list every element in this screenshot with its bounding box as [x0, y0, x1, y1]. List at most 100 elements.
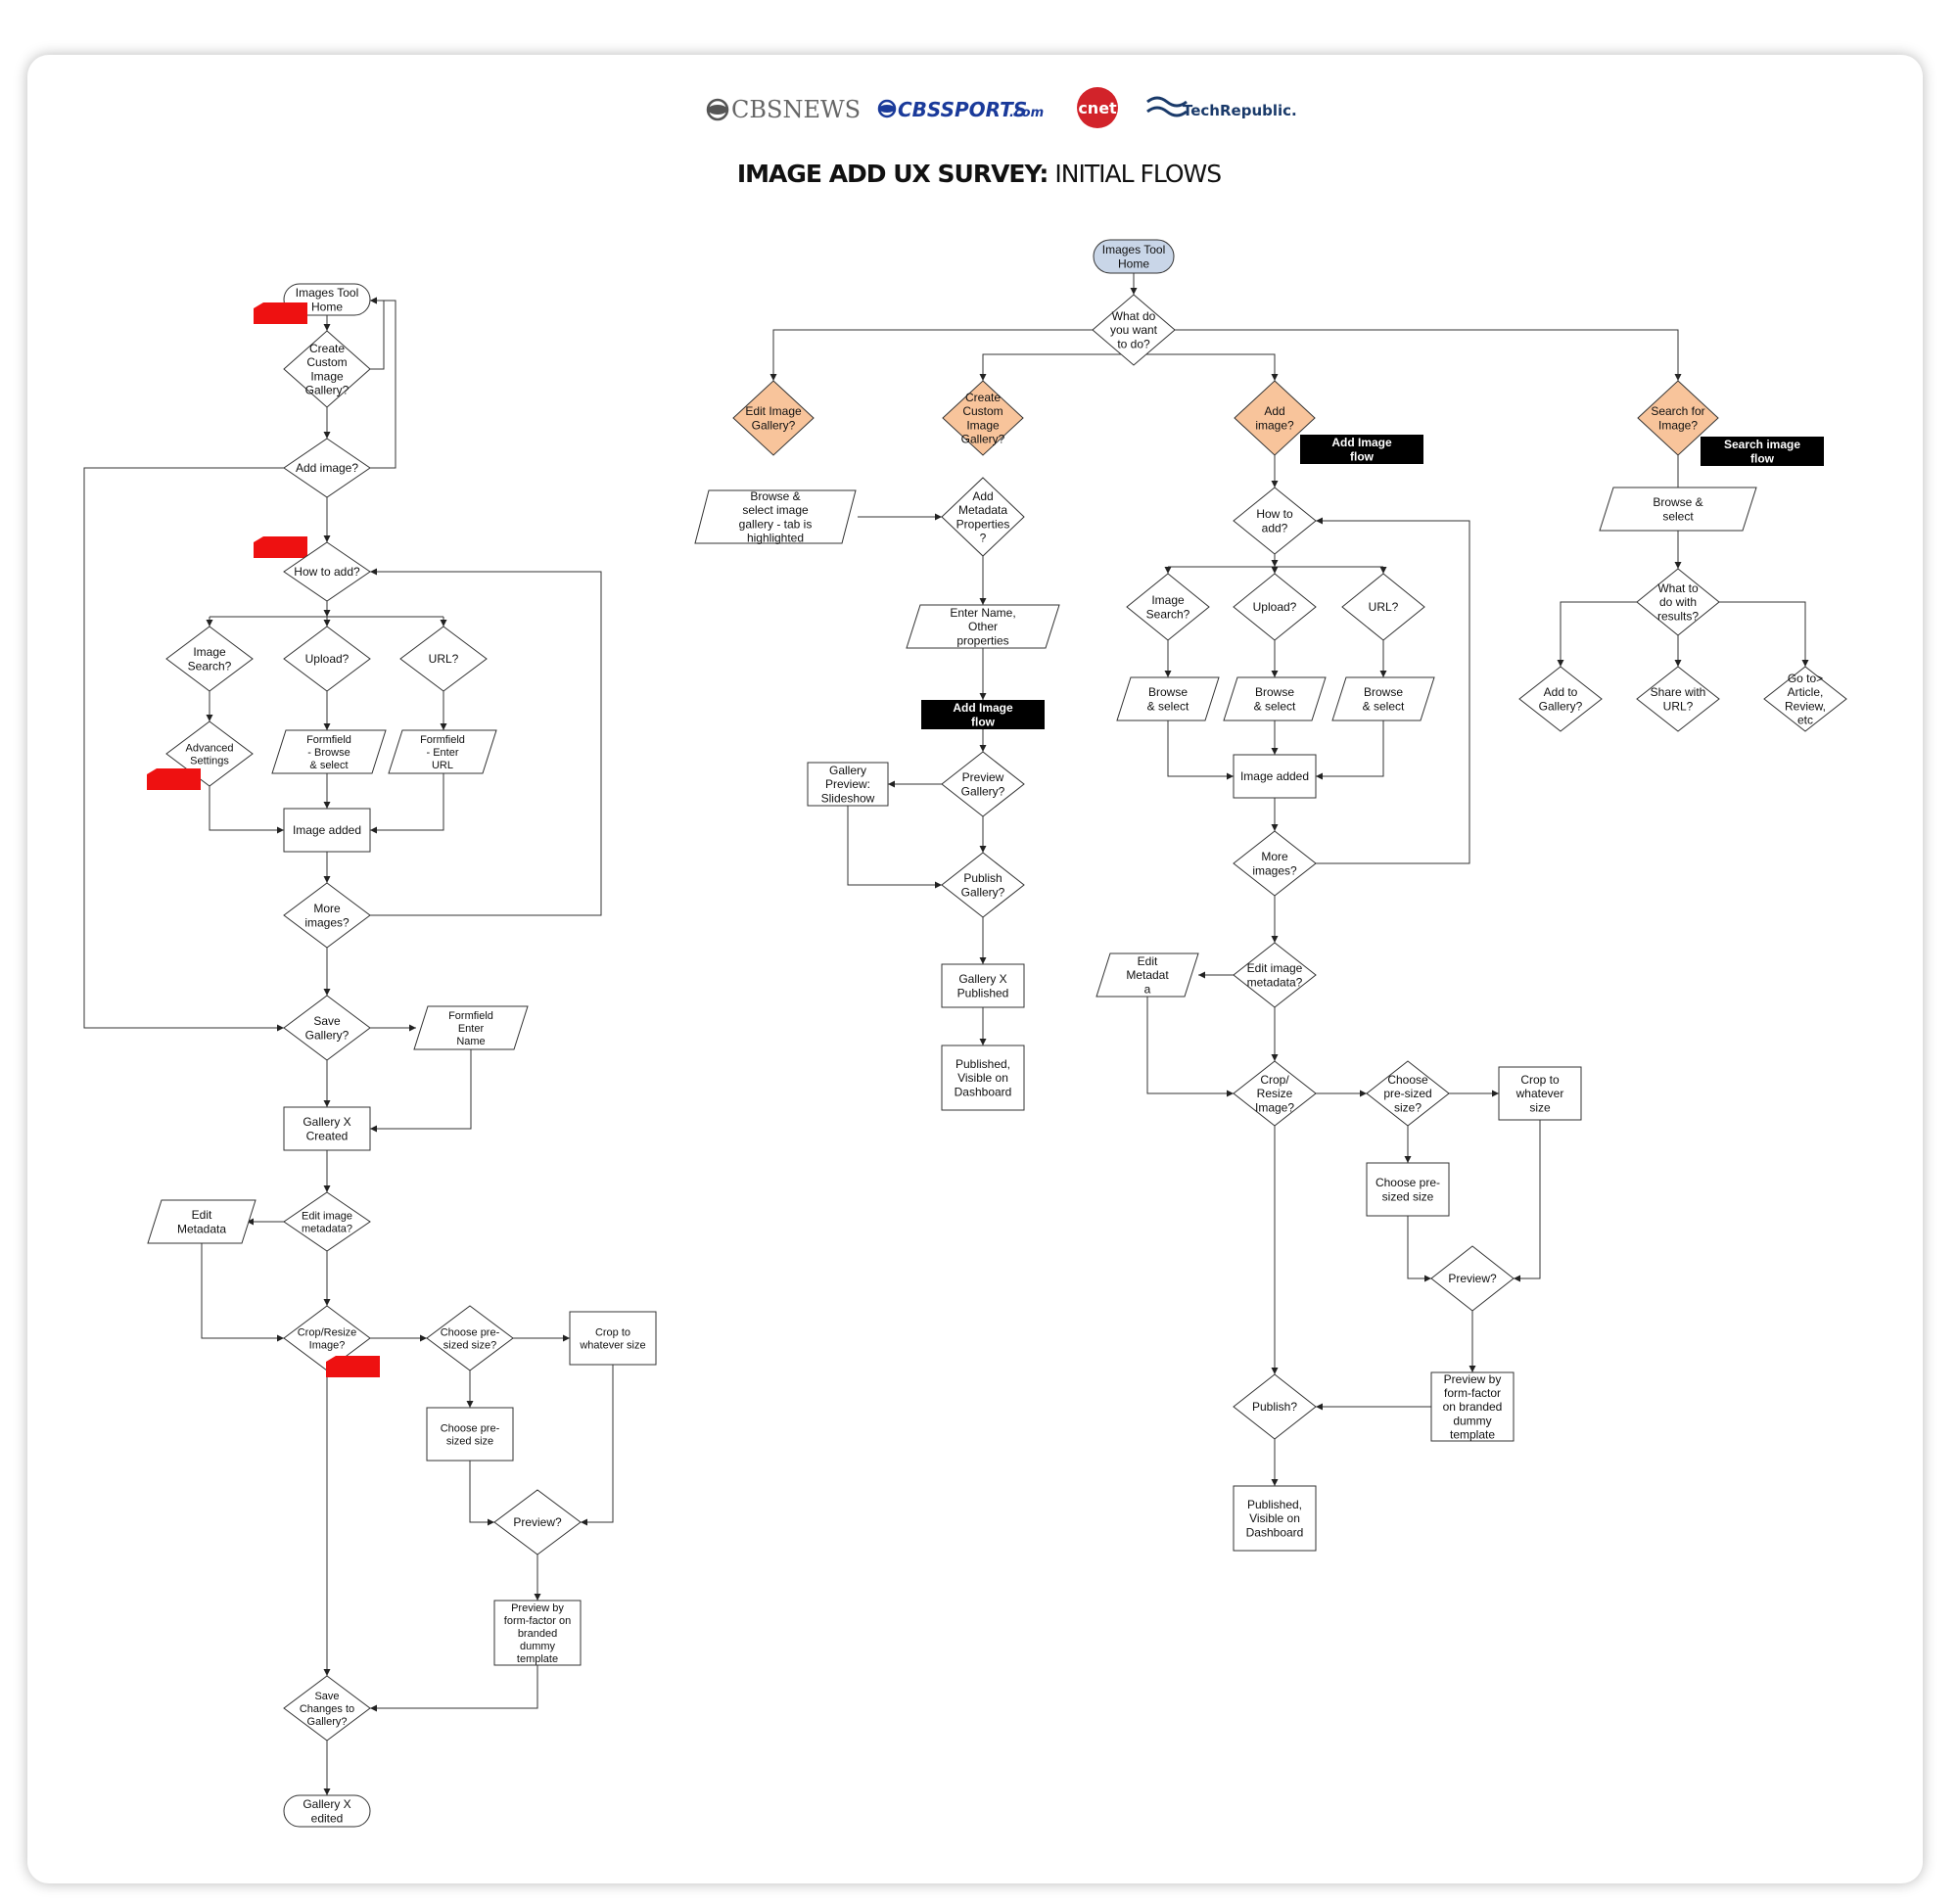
right-browse-select-1-label: Browse& select — [1147, 685, 1189, 713]
left-add-image-decision-label: Add image? — [296, 461, 358, 475]
right-choose-presized: Choose pre-sized size — [1366, 1162, 1450, 1217]
header-logos: CBSNEWS CBSSPORTS .com cnet TechRepublic… — [706, 87, 1297, 128]
cbssports-logo-suffix: .com — [1009, 106, 1044, 120]
left-upload-decision-label: Upload? — [305, 652, 350, 666]
left-how-to-add-decision-label: How to add? — [294, 565, 360, 579]
right-browse-select-2-label: Browse& select — [1254, 685, 1296, 713]
right-upload-decision-label: Upload? — [1253, 600, 1297, 614]
left-image-added: Image added — [283, 808, 371, 853]
right-image-added: Image added — [1233, 754, 1317, 799]
left-ui-tag-1 — [254, 302, 307, 324]
left-choose-presized: Choose pre-sized size — [426, 1407, 514, 1462]
left-image-added-label: Image added — [293, 823, 361, 837]
cbssports-logo-text: CBSSPORTS — [898, 98, 1027, 121]
left-preview-decision: Preview? — [493, 1489, 582, 1556]
left-choose-presized-decision-label: Choose pre-sized size? — [441, 1326, 500, 1351]
right-upload-decision: Upload? — [1233, 573, 1317, 641]
left-formfield-browse-label: Formfield- Browse& select — [306, 734, 351, 771]
right-preview-decision: Preview? — [1430, 1245, 1515, 1312]
right-publish-decision: Publish? — [1233, 1373, 1317, 1440]
left-upload-decision: Upload? — [283, 626, 371, 692]
page-title-light: INITIAL FLOWS — [1048, 160, 1221, 188]
right-search-browse: Browse &select — [1599, 487, 1757, 532]
cbsnews-logo: CBSNEWS — [706, 96, 861, 123]
left-add-image-decision: Add image? — [283, 438, 371, 498]
right-preview-decision-label: Preview? — [1448, 1272, 1497, 1285]
techrepublic-logo-text: TechRepublic. — [1183, 102, 1297, 119]
left-url-decision-label: URL? — [429, 652, 459, 666]
right-choose-presized-label: Choose pre-sized size — [1375, 1176, 1440, 1203]
page-title: IMAGE ADD UX SURVEY: INITIAL FLOWS — [737, 160, 1221, 188]
flow-connectors — [83, 273, 1809, 1795]
cnet-logo-text: cnet — [1078, 99, 1117, 117]
left-url-decision: URL? — [399, 626, 488, 692]
left-choose-presized-decision: Choose pre-sized size? — [426, 1305, 514, 1371]
right-browse-select-3-label: Browse& select — [1363, 685, 1405, 713]
left-how-to-add-decision: How to add? — [283, 541, 371, 602]
right-url-decision-label: URL? — [1369, 600, 1399, 614]
right-go-to-article-decision: Go to>Article,Review,etc — [1763, 666, 1847, 732]
cbssports-logo: CBSSPORTS .com — [877, 98, 1044, 121]
cnet-logo: cnet — [1077, 87, 1118, 128]
right-browse-select-3: Browse& select — [1331, 676, 1435, 721]
left-choose-presized-label: Choose pre-sized size — [441, 1422, 500, 1447]
techrepublic-logo: TechRepublic. — [1146, 96, 1297, 119]
